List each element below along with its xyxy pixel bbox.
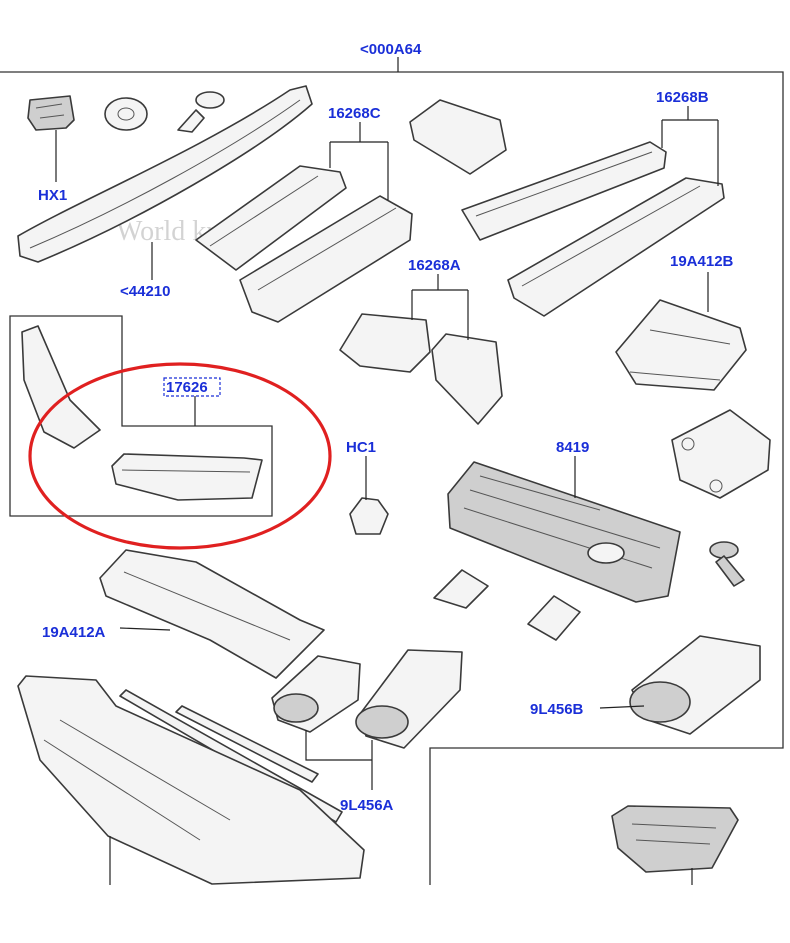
9l456b-leader [599, 705, 645, 709]
callout-assembly[interactable]: <000A64 [360, 41, 422, 58]
callout-hc1[interactable]: HC1 [346, 439, 376, 456]
endcap-16268a-part[interactable] [339, 313, 503, 425]
17626-label-box [163, 377, 221, 397]
callout-19a412a[interactable]: 19A412A [42, 624, 106, 641]
pad-left-part[interactable] [433, 569, 489, 609]
callout-16268b[interactable]: 16268B [656, 89, 709, 106]
callout-8419[interactable]: 8419 [556, 439, 589, 456]
callout-hx1[interactable]: HX1 [38, 187, 67, 204]
16268c-leader [329, 122, 389, 200]
assembly-frame [0, 71, 784, 885]
trim-16268b-part[interactable] [461, 141, 725, 317]
callout-44210[interactable]: <44210 [120, 283, 170, 300]
exhaust-9l456b-part[interactable] [629, 635, 761, 735]
bracket-19a412a-part[interactable] [99, 549, 325, 679]
callout-16268a[interactable]: 16268A [408, 257, 461, 274]
round-clip-part[interactable] [104, 97, 148, 131]
bumper-lower-part[interactable] [17, 675, 365, 885]
callout-9l456b[interactable]: 9L456B [530, 701, 584, 718]
vent-part[interactable] [611, 805, 739, 873]
19a412a-leader [119, 627, 171, 631]
clip-hx1-part[interactable] [27, 95, 75, 131]
highlight-ring [28, 362, 332, 550]
trim-16268c-part[interactable] [195, 165, 413, 323]
clip-hc1-part[interactable] [349, 497, 389, 535]
callout-16268c[interactable]: 16268C [328, 105, 381, 122]
push-pin-part[interactable] [177, 91, 225, 133]
lamp-17626-part[interactable] [21, 325, 263, 501]
16268a-leader [411, 274, 469, 340]
bracket-19a412b-part[interactable] [615, 299, 747, 391]
callout-19a412b[interactable]: 19A412B [670, 253, 734, 270]
grille-8419-part[interactable] [447, 461, 681, 603]
17626-inset-frame [9, 315, 273, 517]
callout-9l456a[interactable]: 9L456A [340, 797, 394, 814]
pad-right-part[interactable] [527, 595, 581, 641]
callout-17626[interactable]: 17626 [166, 379, 208, 396]
9l456a-leader [305, 730, 373, 790]
16268b-leader [661, 106, 719, 186]
screw-part[interactable] [709, 541, 745, 587]
exhaust-9l456a-part[interactable] [271, 649, 463, 749]
bracket-upper-part[interactable] [409, 99, 507, 175]
spoiler-44210-part[interactable] [17, 85, 313, 263]
bracket-right-part[interactable] [671, 409, 771, 499]
